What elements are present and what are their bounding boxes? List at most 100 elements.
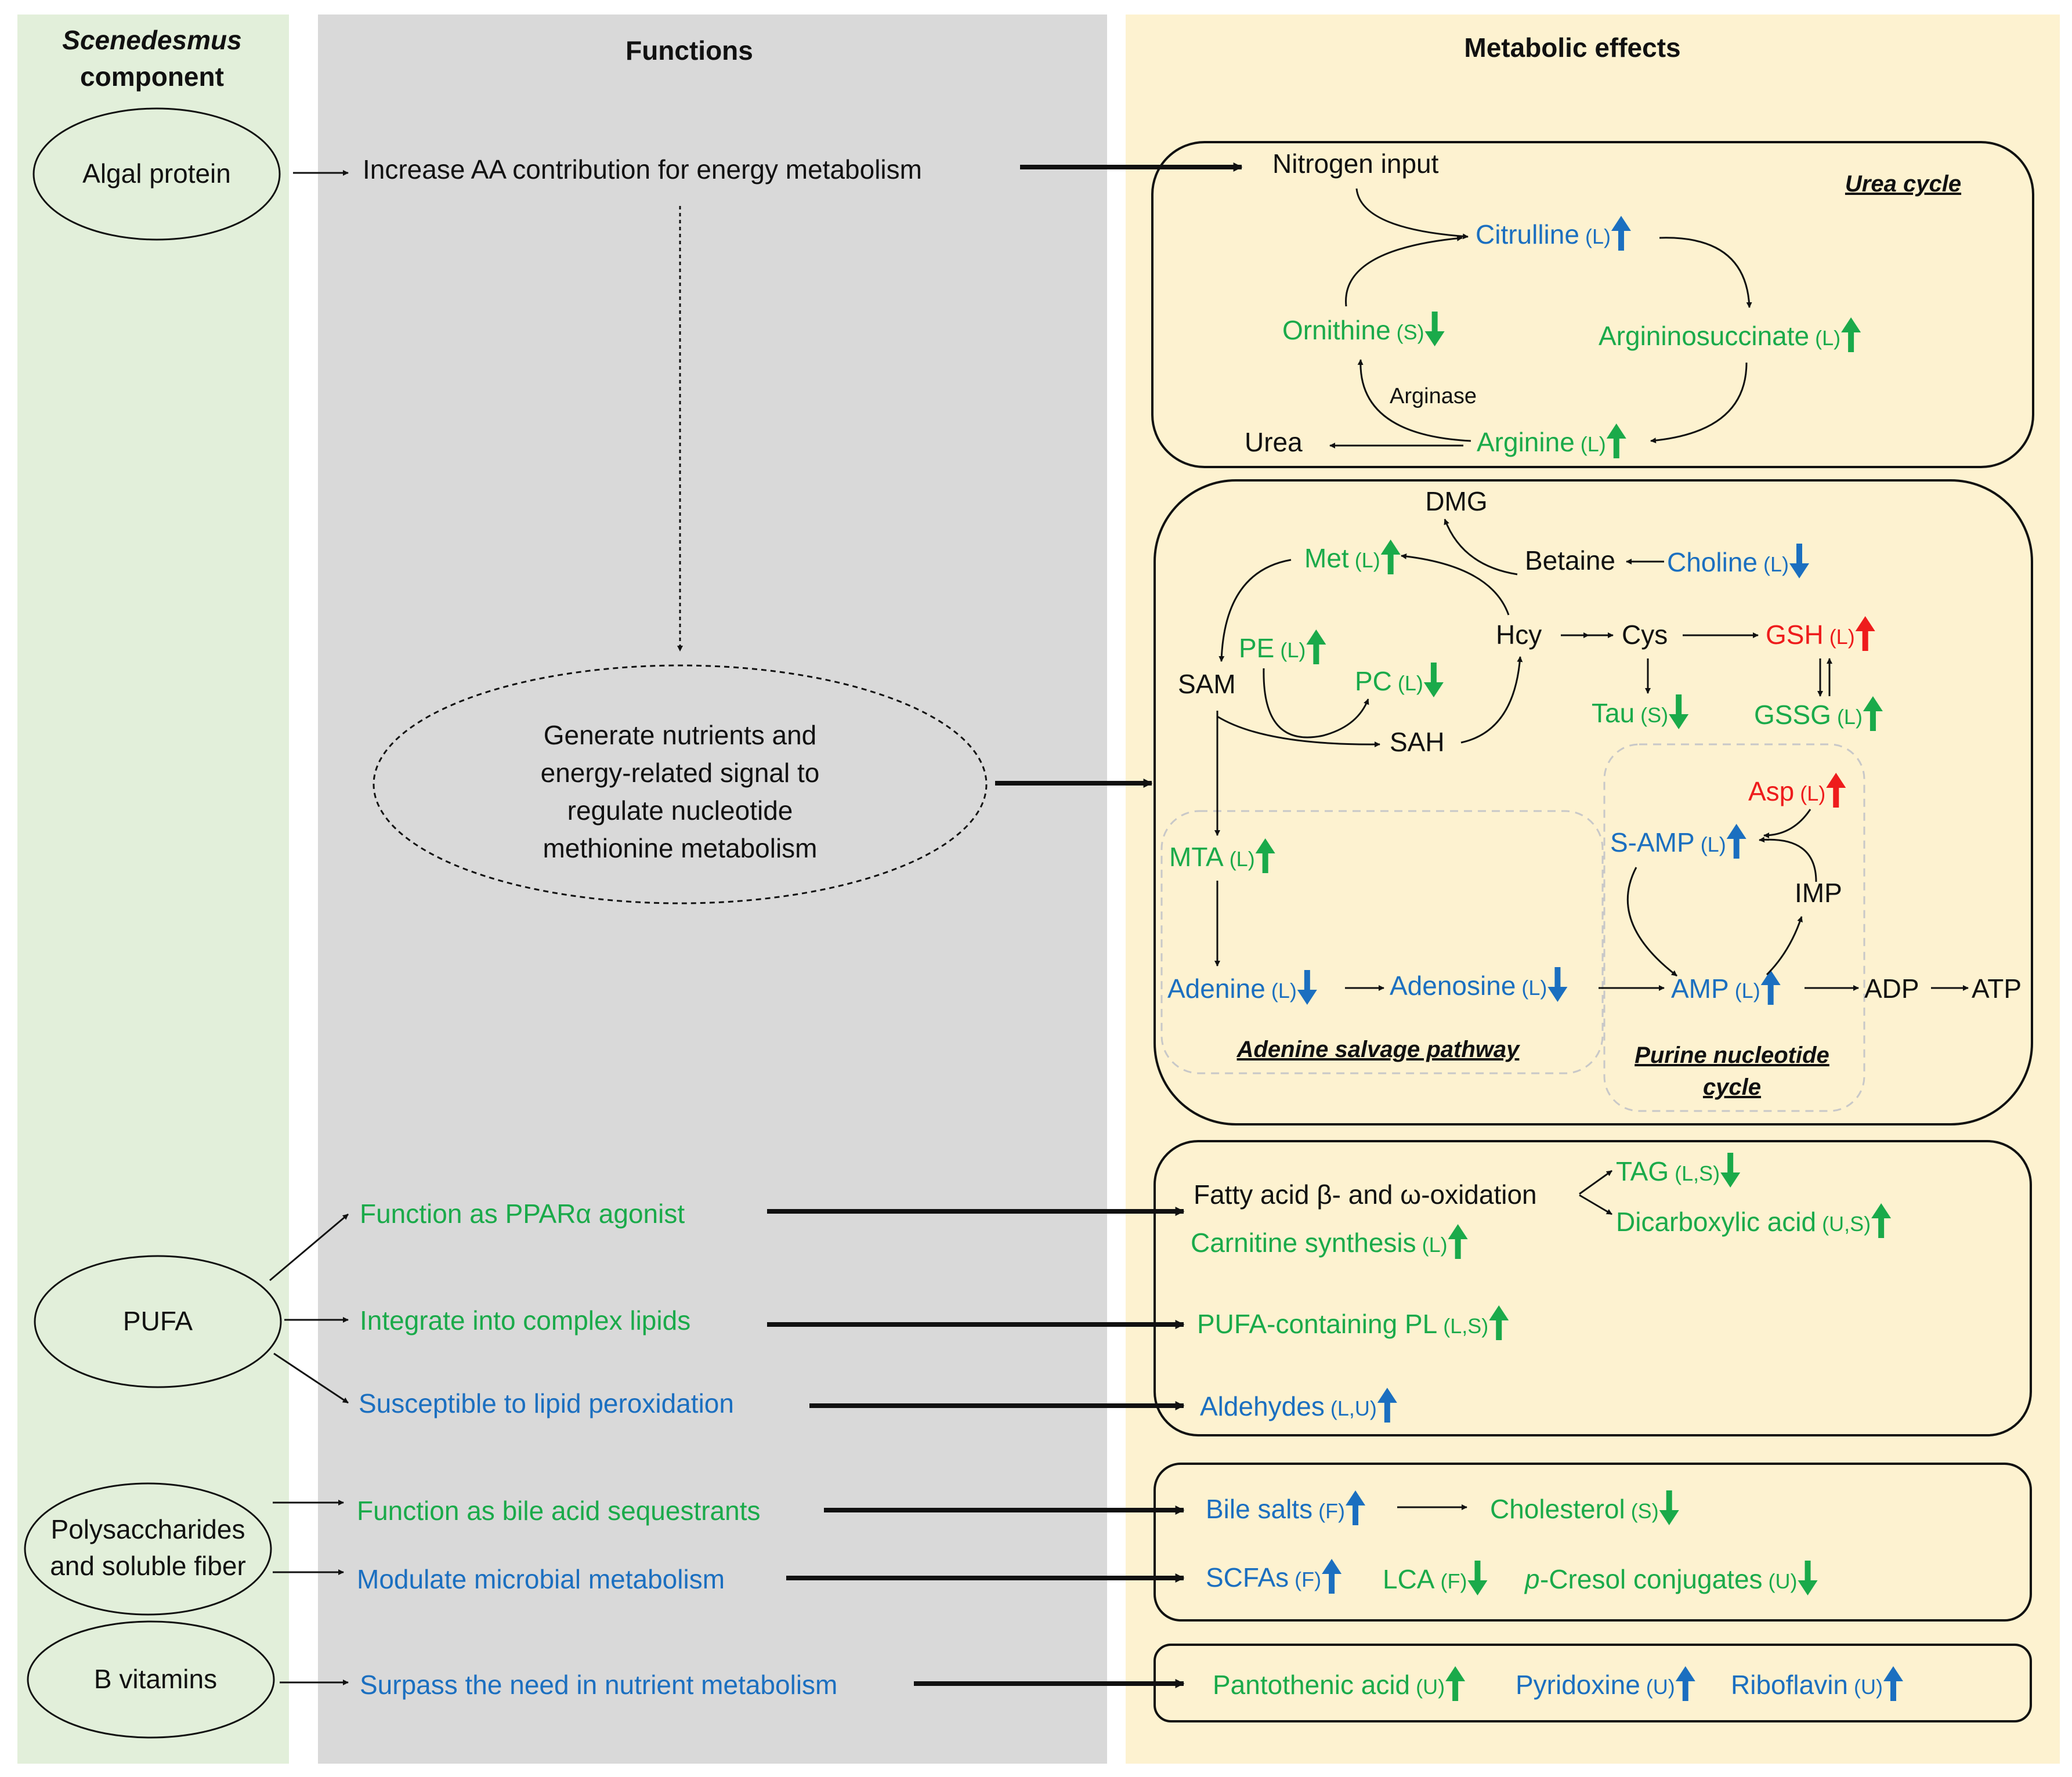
s-amp-entity: S-AMP (L)	[1610, 824, 1746, 859]
function-surpass: Surpass the need in nutrient metabolism	[360, 1670, 837, 1700]
s-amp-up-arrow-icon	[1726, 824, 1746, 859]
imp-label: IMP	[1795, 878, 1842, 908]
pufa-label: PUFA	[123, 1306, 193, 1336]
tau-down-arrow-icon	[1669, 694, 1689, 729]
aldehydes-entity: Aldehydes(L,U)	[1200, 1388, 1397, 1423]
cholesterol-entity: Cholesterol(S)	[1490, 1490, 1679, 1525]
argininosuccinate-source-tag: (L)	[1815, 326, 1840, 350]
carnitine-name: Carnitine synthesis	[1191, 1228, 1416, 1258]
arrow-pufa-to-perox	[273, 1352, 349, 1404]
function-ppar: Function as PPARα agonist	[360, 1199, 685, 1229]
choline-entity: Choline(L)	[1667, 544, 1809, 578]
met-up-arrow-icon	[1380, 540, 1401, 574]
met-name: Met	[1304, 543, 1349, 573]
p-cresol-name: -Cresol conjugates	[1540, 1564, 1763, 1594]
pc-entity: PC(L)	[1355, 663, 1444, 697]
sam-label: SAM	[1178, 669, 1236, 699]
asp-name: Asp	[1748, 776, 1794, 806]
bile-salts-entity: Bile salts(F)	[1206, 1490, 1366, 1525]
polysaccharides-label-line2: and soluble fiber	[50, 1551, 246, 1581]
adenosine-entity: Adenosine(L)	[1390, 967, 1568, 1002]
riboflavin-entity: Riboflavin(U)	[1731, 1666, 1903, 1701]
generate-line1: Generate nutrients and	[544, 720, 817, 750]
arrow-arginine-ornithine	[1357, 359, 1471, 442]
carnitine-up-arrow-icon	[1448, 1224, 1468, 1259]
function-aa-energy: Increase AA contribution for energy meta…	[363, 154, 922, 184]
bile-box	[1153, 1463, 2032, 1622]
algal-protein-node	[32, 107, 281, 241]
ornithine-entity: Ornithine(S)	[1282, 312, 1445, 346]
p-cresol-down-arrow-icon	[1798, 1561, 1818, 1595]
purine-cycle-title-line2: cycle	[1703, 1074, 1761, 1100]
mta-name: MTA	[1169, 842, 1224, 872]
pantothenic-source-tag: (U)	[1416, 1675, 1445, 1699]
generate-line3: regulate nucleotide	[567, 795, 793, 826]
gsh-name: GSH	[1766, 620, 1824, 650]
lca-source-tag: (F)	[1440, 1569, 1467, 1593]
scfas-entity: SCFAs(F)	[1206, 1559, 1342, 1594]
b-vitamins-node	[27, 1620, 275, 1739]
arrow-amp-imp	[1766, 916, 1803, 976]
generate-line4: methionine metabolism	[543, 833, 817, 863]
generate-line2: energy-related signal to	[541, 758, 820, 788]
function-peroxidation: Susceptible to lipid peroxidation	[359, 1388, 734, 1418]
tag-source-tag: (L,S)	[1675, 1161, 1720, 1185]
function-microbial: Modulate microbial metabolism	[357, 1564, 725, 1594]
generate-signal-node	[373, 664, 988, 904]
adenine-source-tag: (L)	[1271, 979, 1297, 1002]
scfas-name: SCFAs	[1206, 1562, 1289, 1593]
effects-panel	[1126, 15, 2060, 1764]
riboflavin-up-arrow-icon	[1883, 1666, 1903, 1701]
arrow-fa-dicarboxylic	[1579, 1194, 1612, 1215]
cholesterol-source-tag: (S)	[1631, 1499, 1659, 1523]
pyridoxine-source-tag: (U)	[1646, 1675, 1675, 1699]
pufa-pl-name: PUFA-containing PL	[1197, 1309, 1437, 1339]
aldehydes-up-arrow-icon	[1377, 1388, 1397, 1423]
scfas-source-tag: (F)	[1294, 1568, 1321, 1591]
aldehydes-name: Aldehydes	[1200, 1391, 1325, 1421]
arrow-sam-sah	[1217, 715, 1380, 748]
carnitine-source-tag: (L)	[1422, 1233, 1448, 1257]
dicarboxylic-up-arrow-icon	[1871, 1203, 1892, 1238]
cholesterol-down-arrow-icon	[1659, 1490, 1679, 1525]
adenine-entity: Adenine (L)	[1167, 970, 1317, 1005]
arrow-asp-samp	[1763, 809, 1811, 838]
adenosine-name: Adenosine	[1390, 971, 1516, 1001]
arrow-hcy-met	[1401, 553, 1510, 616]
adenine-name: Adenine	[1167, 973, 1265, 1004]
asp-entity: Asp(L)	[1748, 773, 1846, 808]
gssg-up-arrow-icon	[1863, 696, 1883, 731]
function-bile-seq: Function as bile acid sequestrants	[357, 1496, 761, 1526]
component-panel	[17, 15, 289, 1764]
polysaccharides-label-line1: Polysaccharides	[51, 1514, 245, 1544]
arginase-label: Arginase	[1390, 384, 1477, 408]
vitamins-box	[1153, 1644, 2032, 1722]
pe-up-arrow-icon	[1306, 629, 1326, 664]
adenosine-source-tag: (L)	[1521, 976, 1547, 1000]
arrow-pufa-to-ppar	[269, 1213, 349, 1282]
methionine-box	[1153, 479, 2033, 1125]
tau-entity: Tau(S)	[1592, 694, 1689, 729]
arrow-pe-pc	[1263, 668, 1369, 739]
urea-label: Urea	[1245, 427, 1303, 457]
gssg-entity: GSSG(L)	[1754, 696, 1883, 731]
component-header-line1: Scenedesmus	[62, 25, 241, 55]
scfas-up-arrow-icon	[1322, 1559, 1342, 1594]
sah-label: SAH	[1390, 727, 1445, 757]
bile-salts-source-tag: (F)	[1318, 1499, 1345, 1523]
lca-name: LCA	[1383, 1564, 1435, 1594]
effects-header: Metabolic effects	[1464, 32, 1680, 63]
met-source-tag: (L)	[1355, 548, 1380, 572]
adp-label: ADP	[1864, 973, 1919, 1004]
hcy-label: Hcy	[1496, 620, 1542, 650]
s-amp-name: S-AMP	[1610, 827, 1695, 857]
bile-salts-name: Bile salts	[1206, 1494, 1312, 1524]
urea-cycle-box	[1151, 141, 2034, 468]
s-amp-source-tag: (L)	[1701, 833, 1726, 856]
dmg-label: DMG	[1425, 486, 1487, 516]
mta-up-arrow-icon	[1255, 838, 1275, 873]
argininosuccinate-name: Argininosuccinate	[1599, 321, 1809, 351]
arrow-betaine-dmg	[1444, 519, 1518, 576]
functions-header: Functions	[625, 35, 753, 66]
